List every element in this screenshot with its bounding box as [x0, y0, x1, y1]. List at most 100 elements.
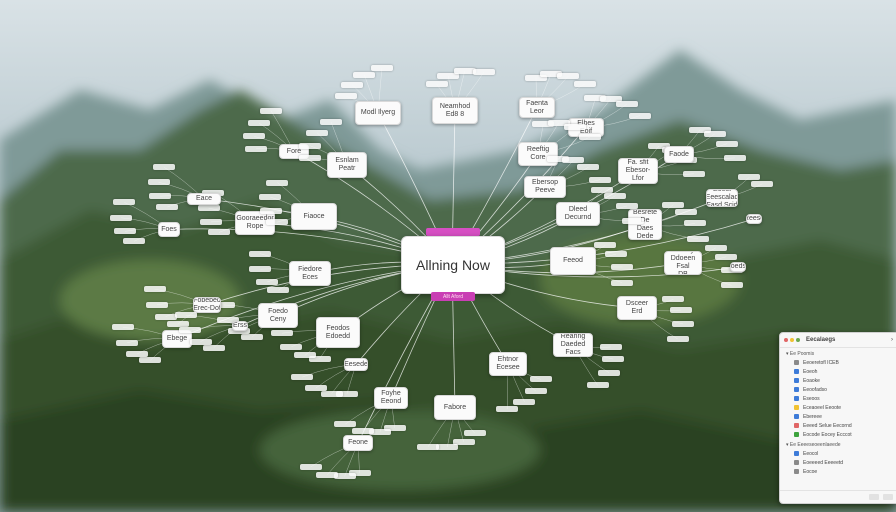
leaf-node[interactable]: [590, 187, 613, 194]
leaf-node[interactable]: [308, 355, 331, 362]
topic-node[interactable]: Foyhe Eeond: [374, 387, 408, 409]
topic-node[interactable]: Besrete De Daes Dede: [628, 209, 662, 240]
topic-node[interactable]: Feeod: [550, 247, 596, 275]
panel-list-item[interactable]: Eeocol: [780, 449, 896, 458]
leaf-node[interactable]: [682, 170, 705, 177]
topic-node[interactable]: Esnlam Peatr: [327, 152, 367, 178]
topic-node[interactable]: Reeftig Core: [518, 142, 558, 166]
leaf-node[interactable]: [110, 214, 133, 221]
topic-node[interactable]: Feodos Edoedd: [316, 317, 360, 348]
leaf-node[interactable]: [280, 343, 303, 350]
leaf-node[interactable]: [703, 131, 726, 138]
leaf-node[interactable]: [564, 124, 587, 131]
topic-node[interactable]: Foes: [158, 222, 180, 237]
leaf-node[interactable]: [671, 320, 694, 327]
leaf-node[interactable]: [599, 95, 622, 102]
leaf-node[interactable]: [293, 352, 316, 359]
leaf-node[interactable]: [604, 192, 627, 199]
leaf-node[interactable]: [319, 118, 342, 125]
leaf-node[interactable]: [425, 81, 448, 88]
leaf-node[interactable]: [524, 74, 547, 81]
leaf-node[interactable]: [248, 250, 271, 257]
leaf-node[interactable]: [662, 296, 685, 303]
leaf-node[interactable]: [153, 164, 176, 171]
topic-node[interactable]: Dathey Ddoeen Fsal DB: [664, 251, 702, 275]
leaf-node[interactable]: [598, 369, 621, 376]
leaf-node[interactable]: [147, 179, 170, 186]
leaf-node[interactable]: [524, 388, 547, 395]
leaf-node[interactable]: [369, 428, 392, 435]
leaf-node[interactable]: [271, 330, 293, 337]
leaf-node[interactable]: [227, 328, 250, 335]
panel-list-item[interactable]: Ebereee: [780, 412, 896, 421]
panel-list-item[interactable]: Eeoeretofl ICEB: [780, 358, 896, 367]
leaf-node[interactable]: [114, 228, 137, 235]
leaf-node[interactable]: [704, 244, 727, 251]
leaf-node[interactable]: [249, 266, 272, 273]
panel-list-item[interactable]: Eoaoke: [780, 376, 896, 385]
leaf-node[interactable]: [437, 72, 460, 79]
topic-node[interactable]: Fobebed Erec-Dof: [193, 297, 221, 313]
leaf-node[interactable]: [602, 356, 625, 363]
leaf-node[interactable]: [113, 199, 136, 206]
expand-dot-icon[interactable]: [796, 338, 800, 342]
leaf-node[interactable]: [584, 95, 607, 102]
leaf-node[interactable]: [256, 278, 279, 285]
leaf-node[interactable]: [513, 398, 536, 405]
panel-list-item[interactable]: Eoeeeed Eeeeetd: [780, 458, 896, 467]
leaf-node[interactable]: [156, 203, 179, 210]
leaf-node[interactable]: [154, 313, 177, 320]
leaf-node[interactable]: [738, 174, 761, 181]
topic-node[interactable]: Rearing Daeded Facs: [553, 333, 593, 357]
leaf-node[interactable]: [532, 121, 555, 128]
leaf-node[interactable]: [316, 471, 339, 478]
leaf-node[interactable]: [723, 154, 746, 161]
leaf-node[interactable]: [259, 208, 282, 215]
leaf-node[interactable]: [589, 176, 612, 183]
leaf-node[interactable]: [217, 317, 240, 323]
leaf-node[interactable]: [452, 438, 475, 445]
panel-list-item[interactable]: Eoeoh: [780, 367, 896, 376]
leaf-node[interactable]: [539, 71, 562, 78]
chevron-right-icon[interactable]: ›: [891, 337, 893, 343]
topic-node[interactable]: Fiaoce: [291, 203, 337, 230]
leaf-node[interactable]: [669, 307, 692, 314]
panel-section-header[interactable]: ▾ Ee Poomis: [786, 351, 815, 357]
leaf-node[interactable]: [689, 126, 712, 133]
leaf-node[interactable]: [111, 324, 134, 331]
leaf-node[interactable]: [139, 357, 162, 364]
topic-node[interactable]: Ehtnor Ecesee: [489, 352, 527, 376]
leaf-node[interactable]: [662, 201, 685, 208]
leaf-node[interactable]: [622, 217, 645, 224]
topic-node[interactable]: Fabore: [434, 395, 476, 420]
panel-section-header[interactable]: ▾ Ee Eeeeseoeenlaeede: [786, 442, 841, 448]
leaf-node[interactable]: [146, 301, 168, 308]
leaf-node[interactable]: [123, 238, 146, 245]
leaf-node[interactable]: [573, 81, 596, 88]
leaf-node[interactable]: [189, 338, 212, 345]
leaf-node[interactable]: [333, 473, 356, 480]
leaf-node[interactable]: [547, 155, 570, 162]
topic-node[interactable]: Feone: [343, 435, 373, 451]
leaf-node[interactable]: [605, 251, 628, 258]
topic-node[interactable]: Ebersop Peeve: [524, 176, 566, 198]
panel-list-item[interactable]: Eseoos: [780, 394, 896, 403]
leaf-node[interactable]: [529, 376, 552, 383]
central-node[interactable]: Allning Now: [401, 236, 505, 294]
leaf-node[interactable]: [259, 107, 282, 114]
topic-node[interactable]: Eace: [187, 193, 221, 205]
leaf-node[interactable]: [341, 81, 364, 88]
leaf-node[interactable]: [615, 101, 638, 108]
leaf-node[interactable]: [436, 444, 459, 451]
leaf-node[interactable]: [265, 219, 288, 226]
leaf-node[interactable]: [628, 112, 651, 119]
topic-node[interactable]: Fiedore Eces: [289, 261, 331, 286]
leaf-node[interactable]: [259, 194, 282, 201]
footer-button[interactable]: [883, 494, 893, 500]
leaf-node[interactable]: [306, 129, 329, 136]
topic-node[interactable]: Modl Ilyerg: [355, 101, 401, 125]
panel-list-item[interactable]: Eocode Eocey Ecccot: [780, 430, 896, 439]
leaf-node[interactable]: [370, 65, 393, 72]
leaf-node[interactable]: [197, 205, 220, 212]
leaf-node[interactable]: [666, 335, 689, 342]
